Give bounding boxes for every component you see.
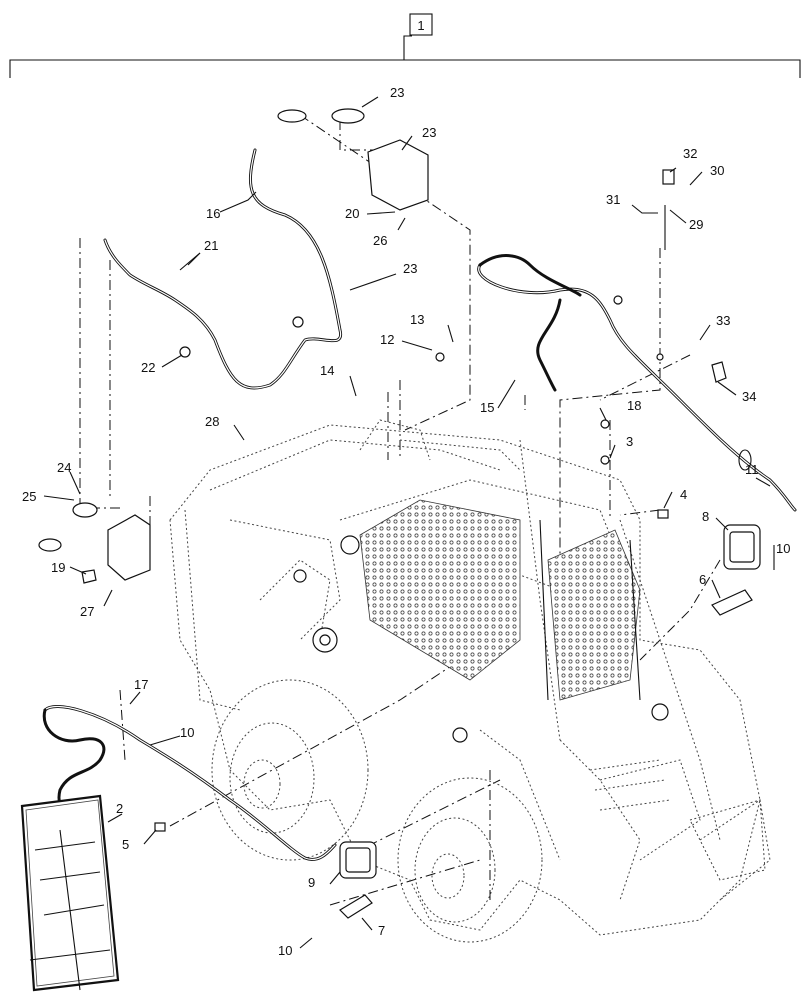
callout-10-right: 10: [776, 541, 790, 556]
callout-24: 23: [422, 125, 436, 140]
rear-tire: [211, 679, 369, 861]
callout-4: 4: [680, 487, 687, 502]
callout-27: 25: [22, 489, 36, 504]
leader-lines: [43, 96, 775, 949]
callout-21: 20: [345, 206, 359, 221]
callout-8: 8: [702, 509, 709, 524]
callout-15: 14: [320, 363, 334, 378]
wire-harnesses: [42, 148, 797, 861]
callout-23-right: 23: [403, 261, 417, 276]
clip-5: [154, 822, 166, 832]
callout-36: 34: [742, 389, 756, 404]
small-parts: [38, 108, 761, 919]
callout-9: 9: [308, 875, 315, 890]
callout-5: 5: [122, 837, 129, 852]
callout-11: 10: [180, 725, 194, 740]
callout-14: 13: [410, 312, 424, 327]
side-mesh-panel: [547, 529, 641, 701]
light-26: [72, 502, 98, 518]
callout-18: 17: [134, 677, 148, 692]
callout-19: 18: [627, 398, 641, 413]
operator-manual: [20, 794, 120, 992]
callout-20: 19: [51, 560, 65, 575]
assembly-lines: [79, 114, 721, 906]
callout-32: 30: [710, 163, 724, 178]
callout-23-left: 22: [141, 360, 155, 375]
callout-31: 29: [689, 217, 703, 232]
bracket-6: [711, 589, 753, 616]
callout-3: 3: [626, 434, 633, 449]
front-tire: [397, 777, 543, 943]
callout-16: 15: [480, 400, 494, 415]
skid-steer-loader: [169, 419, 771, 943]
callout-17: 16: [206, 206, 220, 221]
callout-33: 31: [606, 192, 620, 207]
callout-2: 2: [116, 801, 123, 816]
callout-12: 11: [745, 462, 759, 477]
kit-bracket: 1: [9, 13, 801, 78]
callout-7: 7: [378, 923, 385, 938]
clip-4: [657, 509, 669, 519]
callout-13: 12: [380, 332, 394, 347]
bracket-7: [339, 894, 373, 919]
callout-22: 21: [204, 238, 218, 253]
callout-26: 24: [57, 460, 71, 475]
harness-17-main: [103, 148, 343, 390]
bracket-rear-left: [107, 514, 151, 581]
callout-30: 28: [205, 414, 219, 429]
rear-mesh-panel: [359, 499, 521, 681]
light-25: [331, 108, 365, 124]
fuse-34: [662, 169, 675, 185]
callout-6: 6: [699, 572, 706, 587]
callout-25: 23: [390, 85, 404, 100]
callout-35: 33: [716, 313, 730, 328]
callout-28: 26: [373, 233, 387, 248]
callout-labels: 23 23 16 20 26 21 23 22 12 13 14 15 28 1…: [22, 85, 790, 958]
kit-number-label: 1: [417, 18, 424, 33]
kit-number-box: [409, 13, 433, 36]
callout-29: 27: [80, 604, 94, 619]
callout-10-left: 10: [278, 943, 292, 958]
callout-34: 32: [683, 146, 697, 161]
bracket-24: [367, 139, 429, 211]
